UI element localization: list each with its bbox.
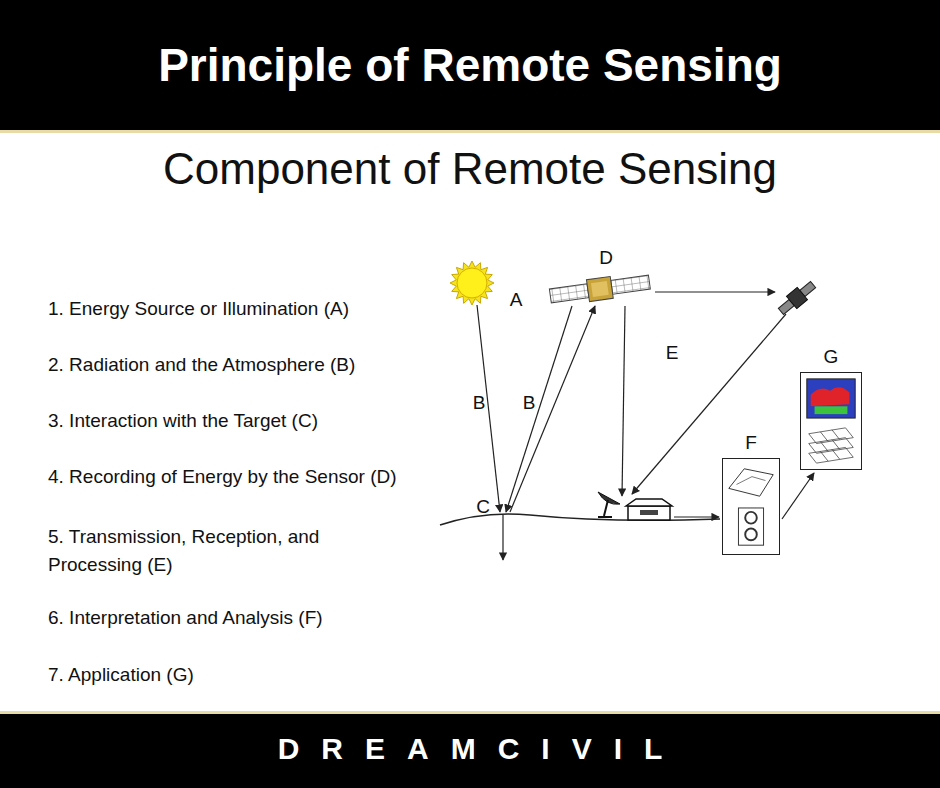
output-box: F xyxy=(722,432,780,555)
flow-arrow xyxy=(782,473,814,519)
callout-letter: B xyxy=(523,392,536,414)
list-item: 7. Application (G) xyxy=(48,664,194,686)
list-item: 5. Transmission, Reception, and Processi… xyxy=(48,523,348,579)
list-item: 4. Recording of Energy by the Sensor (D) xyxy=(48,466,397,488)
box-letter: F xyxy=(722,432,780,454)
ground-station xyxy=(598,492,672,520)
callout-letter: A xyxy=(510,289,523,311)
crosslink xyxy=(655,291,775,292)
page-title: Principle of Remote Sensing xyxy=(0,38,940,92)
box-art xyxy=(723,459,779,554)
list-item: 2. Radiation and the Atmosphere (B) xyxy=(48,354,355,376)
callout-letter: E xyxy=(666,342,679,364)
divider-line xyxy=(0,130,940,133)
product-frame xyxy=(722,458,780,555)
downlink xyxy=(622,306,625,496)
relay-satellite xyxy=(776,278,818,317)
atmosphere-ray xyxy=(506,306,572,512)
callout-letter: B xyxy=(473,392,486,414)
box-letter: G xyxy=(800,346,862,368)
section-heading: Component of Remote Sensing xyxy=(0,144,940,194)
transmitted-ray xyxy=(502,515,503,560)
list-item: 1. Energy Source or Illumination (A) xyxy=(48,298,349,320)
list-item: 3. Interaction with the Target (C) xyxy=(48,410,318,432)
satellite xyxy=(549,271,651,307)
brand-watermark: DREAMCIVIL xyxy=(0,732,940,766)
callout-letter: C xyxy=(476,496,490,518)
station-to-processing xyxy=(674,516,719,517)
sun xyxy=(450,261,494,305)
output-box: G xyxy=(800,346,862,470)
reflected-ray xyxy=(510,306,595,512)
list-item: 6. Interpretation and Analysis (F) xyxy=(48,607,323,629)
callout-letter: D xyxy=(599,247,613,269)
product-frame xyxy=(800,372,862,470)
box-art xyxy=(801,373,861,469)
